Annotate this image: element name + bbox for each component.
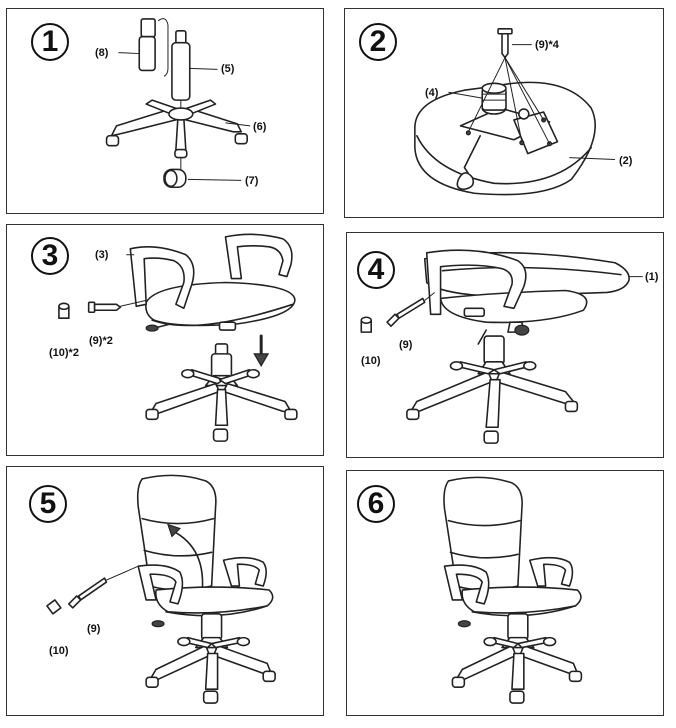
seat-with-armrests (129, 233, 296, 332)
armrest (425, 249, 527, 316)
label-part-10: (10) (361, 355, 381, 367)
caster-wheel (163, 157, 187, 189)
label-part-8: (8) (95, 47, 109, 59)
star-base (145, 613, 276, 704)
label-part-1: (1) (645, 271, 659, 283)
step-2-badge: 2 (359, 23, 397, 61)
step-5-panel: 5 (6, 466, 324, 716)
label-part-3: (3) (95, 249, 109, 261)
assembled-chair (443, 476, 583, 704)
step-4-illustration (360, 249, 643, 444)
base-with-gas-lift (145, 343, 298, 442)
cap-and-bolt (58, 299, 147, 319)
label-part-7: (7) (245, 175, 259, 187)
step-3-illustration (58, 233, 298, 442)
step-1-illustration (105, 18, 251, 189)
step-4-badge: 4 (357, 251, 395, 289)
label-part-9: (9) (399, 339, 413, 351)
label-part-10x2: (10)*2 (49, 347, 79, 359)
label-part-10: (10) (49, 645, 69, 657)
down-arrow (253, 334, 270, 367)
star-base (406, 335, 579, 444)
step-6-badge: 6 (357, 485, 395, 523)
cap-and-bolt (360, 292, 435, 333)
bolt (497, 28, 513, 59)
step-2-panel: 2 (344, 8, 664, 218)
label-part-2: (2) (619, 155, 633, 167)
step-1-badge: 1 (31, 23, 69, 61)
step-6-panel: 6 (346, 470, 664, 716)
step-6-illustration (443, 476, 583, 704)
label-part-9: (9) (87, 623, 101, 635)
step-5-illustration (46, 474, 276, 704)
gas-lift-cover (138, 18, 169, 77)
label-part-5: (5) (221, 63, 235, 75)
gas-lift-cylinder (171, 29, 191, 109)
label-part-6: (6) (253, 121, 267, 133)
label-part-9x2: (9)*2 (89, 335, 113, 347)
step-3-panel: 3 (6, 224, 324, 456)
bolt-guide-lines (467, 57, 551, 144)
label-part-4: (4) (425, 87, 439, 99)
cap-and-bolt (46, 565, 139, 615)
step-3-badge: 3 (31, 237, 69, 275)
step-2-illustration (414, 28, 615, 196)
star-base (105, 99, 248, 159)
chair-seat (155, 586, 274, 617)
seat-cushion (414, 81, 596, 196)
step-5-badge: 5 (29, 485, 67, 523)
step-1-panel: 1 (6, 8, 324, 214)
tilt-mechanism (456, 82, 559, 191)
step-4-panel: 4 (346, 232, 664, 458)
label-part-9x4: (9)*4 (535, 39, 559, 51)
